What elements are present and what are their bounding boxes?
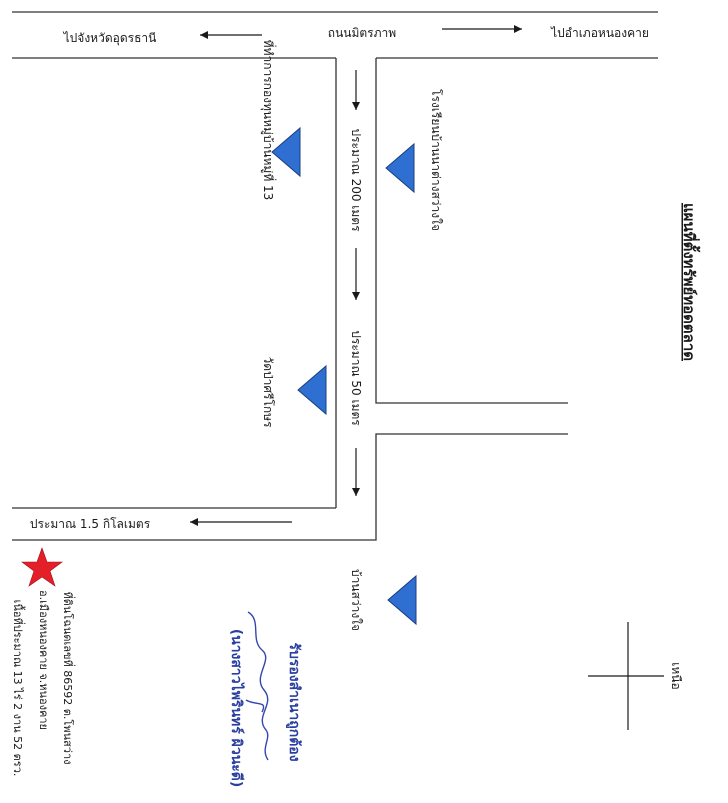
landmark-label: โรงเรียนบ้านนาต่างสว่างใจ: [429, 89, 443, 231]
map-title: แผนที่ตั้งทรัพย์ทอดตลาด: [680, 203, 701, 361]
arrow-right-main: [442, 25, 522, 33]
landmark-school: โรงเรียนบ้านนาต่างสว่างใจ: [385, 89, 443, 231]
landmark-label: ที่ทำการกองทุนหมู่บ้านหมู่ที่ 13: [260, 40, 277, 201]
certification-name: (นางสาวไพรินทร์ ผิวนะดี): [228, 629, 246, 788]
distance-200-label: ประมาณ 200 เมตร: [349, 128, 363, 232]
landmark-label: วัดป่าศรีโกษร: [261, 356, 275, 428]
star-icon: [21, 547, 63, 587]
landmark-village-fund-office: ที่ทำการกองทุนหมู่บ้านหมู่ที่ 13: [260, 40, 301, 201]
property-line-2: อ.เมืองหนองคาย จ.หนองคาย: [37, 590, 50, 730]
landmark-label: บ้านสว่างใจ: [349, 569, 363, 631]
distance-50-label: ประมาณ 50 เมตร: [349, 330, 363, 426]
lower-road-edge-bottom: [12, 433, 568, 541]
arrow-left-lower: [190, 518, 292, 526]
property-description: ที่ดินโฉนดเลขที่ 86592 ต.โพนสว่าง อ.เมือ…: [11, 590, 76, 776]
arrow-left-main: [200, 31, 262, 39]
main-road-label: ถนนมิตรภาพ: [328, 26, 396, 40]
direction-left-label: ไปจังหวัดอุดรธานี: [63, 31, 157, 46]
distance-1-5-label: ประมาณ 1.5 กิโลเมตร: [30, 517, 151, 531]
soi-edge-right: [375, 58, 568, 404]
landmark-ban-sawang-jai: บ้านสว่างใจ: [349, 569, 417, 631]
property-line-1: ที่ดินโฉนดเลขที่ 86592 ต.โพนสว่าง: [61, 592, 76, 765]
certification-title: รับรองสำเนาถูกต้อง: [286, 642, 302, 761]
direction-arrows: [190, 25, 522, 526]
north-label: เหนือ: [669, 662, 683, 689]
arrow-down-3: [352, 448, 360, 496]
property-line-3: เนื้อที่ประมาณ 13 ไร่ 2 งาน 52 ตรว.: [11, 600, 26, 777]
direction-right-label: ไปอำเภอหนองคาย: [550, 26, 649, 40]
arrow-down-2: [352, 248, 360, 300]
certification-stamp: รับรองสำเนาถูกต้อง (นางสาวไพรินทร์ ผิวนะ…: [228, 611, 302, 788]
arrow-down-1: [352, 70, 360, 110]
landmark-temple: วัดป่าศรีโกษร: [261, 356, 327, 428]
north-indicator: เหนือ: [588, 622, 683, 730]
roads: [12, 11, 658, 541]
signature-mark: [245, 611, 269, 761]
